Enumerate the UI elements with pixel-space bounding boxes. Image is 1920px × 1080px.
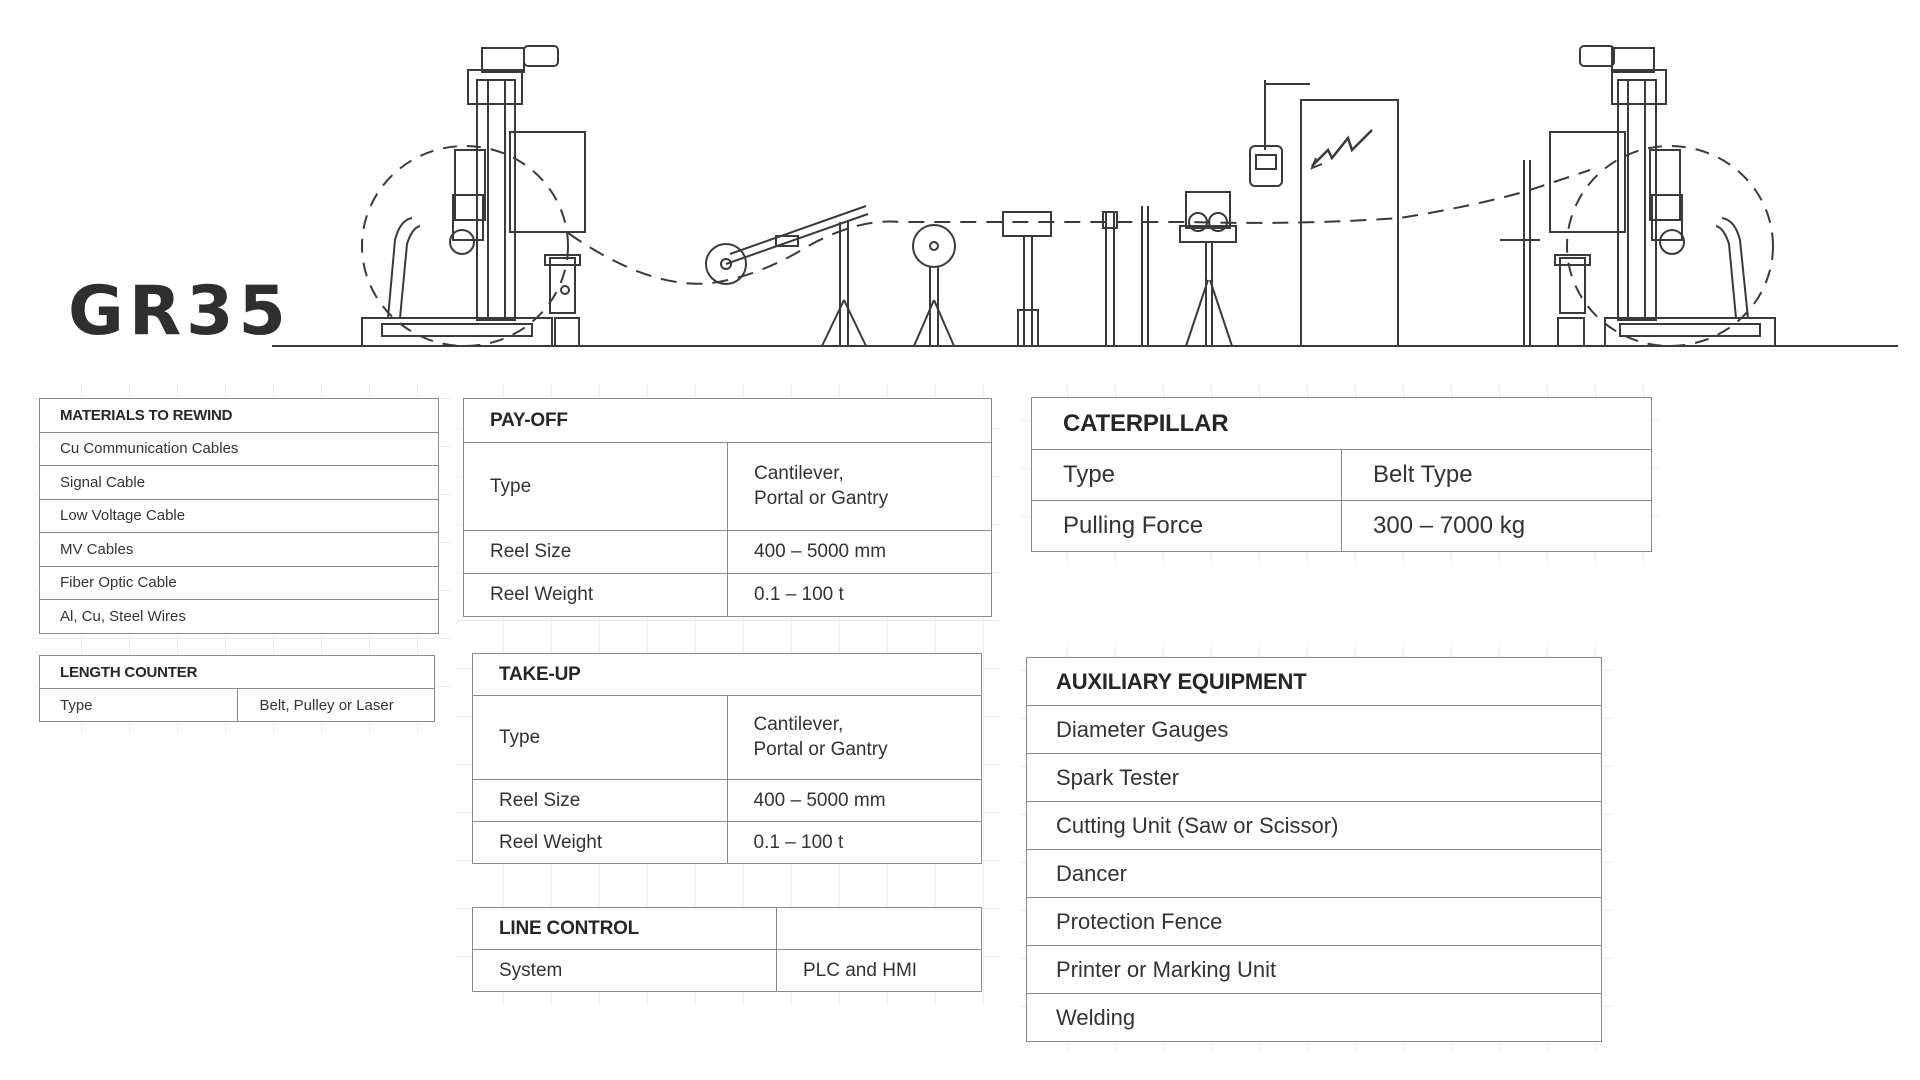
take-up-reel-weight-value: 0.1 – 100 t — [726, 821, 982, 864]
pay-off-reel-weight-value: 0.1 – 100 t — [727, 573, 992, 617]
auxiliary-item: Dancer — [1026, 849, 1602, 898]
pay-off-reel-size-label: Reel Size — [463, 530, 728, 574]
pay-off-type-label: Type — [463, 442, 728, 531]
materials-item: Low Voltage Cable — [39, 498, 439, 533]
line-control-heading-blank — [776, 907, 982, 950]
cable-path — [567, 169, 1591, 285]
take-up-type-value: Cantilever, Portal or Gantry — [726, 695, 982, 780]
line-control-heading: LINE CONTROL — [472, 907, 777, 950]
materials-item: Fiber Optic Cable — [39, 565, 439, 600]
materials-item: Signal Cable — [39, 465, 439, 500]
take-up-reel-size-value: 400 – 5000 mm — [726, 779, 982, 822]
pay-off-reel-size-value: 400 – 5000 mm — [727, 530, 992, 574]
length-counter — [1102, 206, 1149, 346]
materials-item: Al, Cu, Steel Wires — [39, 599, 439, 634]
take-up-reel-weight-label: Reel Weight — [472, 821, 728, 864]
line-control-system-value: PLC and HMI — [776, 949, 982, 992]
caterpillar-pulling-force-label: Pulling Force — [1031, 500, 1342, 552]
control-cabinet — [1249, 80, 1399, 347]
model-title: GR35 — [68, 272, 291, 351]
length-counter-type-value: Belt, Pulley or Laser — [236, 688, 435, 722]
materials-heading: MATERIALS TO REWIND — [39, 398, 439, 433]
take-up-reel-size-label: Reel Size — [472, 779, 728, 822]
auxiliary-item: Spark Tester — [1026, 753, 1602, 802]
auxiliary-item: Printer or Marking Unit — [1026, 945, 1602, 994]
take-up-reel-outline — [1566, 145, 1774, 347]
pay-off-reel-outline — [361, 145, 569, 347]
length-counter-heading: LENGTH COUNTER — [39, 655, 435, 689]
auxiliary-item: Welding — [1026, 993, 1602, 1042]
caterpillar-unit — [1179, 191, 1237, 347]
take-up-stand — [1500, 45, 1776, 347]
dancer — [705, 205, 869, 347]
materials-item: MV Cables — [39, 532, 439, 567]
take-up-table: TAKE-UP Type Cantilever, Portal or Gantr… — [472, 653, 982, 864]
materials-table: MATERIALS TO REWIND Cu Communication Cab… — [39, 398, 439, 634]
pay-off-reel-weight-label: Reel Weight — [463, 573, 728, 617]
line-control-table: LINE CONTROL System PLC and HMI — [472, 907, 982, 992]
pay-off-table: PAY-OFF Type Cantilever, Portal or Gantr… — [463, 398, 992, 617]
caterpillar-pulling-force-value: 300 – 7000 kg — [1341, 500, 1652, 552]
caterpillar-type-value: Belt Type — [1341, 449, 1652, 501]
pay-off-type-value: Cantilever, Portal or Gantry — [727, 442, 992, 531]
auxiliary-equipment-table: AUXILIARY EQUIPMENT Diameter Gauges Spar… — [1026, 657, 1602, 1042]
caterpillar-table: CATERPILLAR Type Belt Type Pulling Force… — [1031, 397, 1652, 552]
length-counter-type-label: Type — [39, 688, 238, 722]
length-counter-table: LENGTH COUNTER Type Belt, Pulley or Lase… — [39, 655, 435, 722]
take-up-type-label: Type — [472, 695, 728, 780]
take-up-heading: TAKE-UP — [472, 653, 982, 696]
caterpillar-heading: CATERPILLAR — [1031, 397, 1652, 450]
auxiliary-item: Diameter Gauges — [1026, 705, 1602, 754]
rewinding-line-diagram — [272, 45, 1898, 347]
auxiliary-heading: AUXILIARY EQUIPMENT — [1026, 657, 1602, 706]
guide-pulley — [912, 224, 956, 347]
diameter-gauge — [1002, 211, 1052, 347]
caterpillar-type-label: Type — [1031, 449, 1342, 501]
auxiliary-item: Protection Fence — [1026, 897, 1602, 946]
pay-off-heading: PAY-OFF — [463, 398, 992, 443]
pay-off-stand — [361, 45, 586, 347]
line-control-system-label: System — [472, 949, 777, 992]
auxiliary-item: Cutting Unit (Saw or Scissor) — [1026, 801, 1602, 850]
materials-item: Cu Communication Cables — [39, 431, 439, 466]
